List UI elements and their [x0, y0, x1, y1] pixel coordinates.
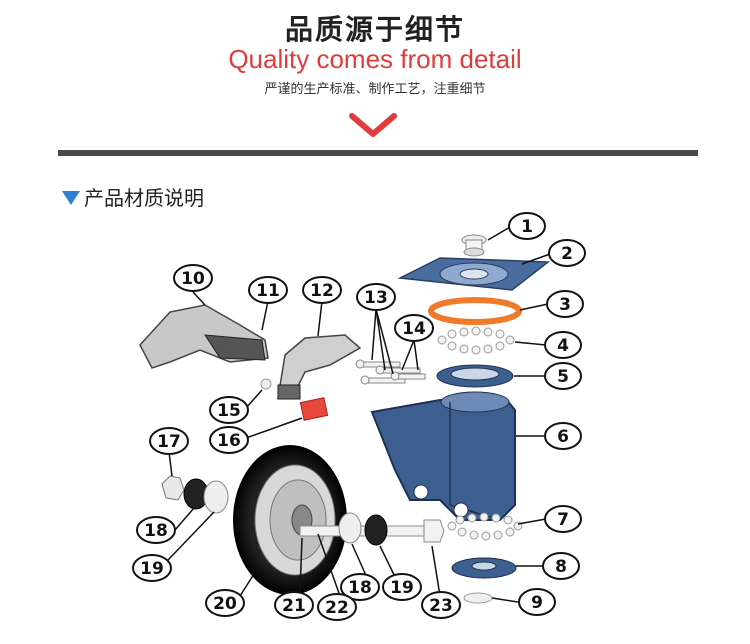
svg-text:5: 5	[557, 367, 569, 387]
svg-text:16: 16	[217, 431, 241, 451]
part-bottom-race	[451, 557, 517, 579]
svg-text:14: 14	[402, 319, 426, 339]
callout-12: 12	[302, 276, 342, 304]
callout-7: 7	[544, 505, 582, 533]
callout-8: 8	[542, 552, 580, 580]
callout-20: 20	[205, 589, 245, 617]
part-fork-housing	[370, 391, 516, 521]
svg-text:18: 18	[348, 578, 372, 598]
callout-5: 5	[544, 362, 582, 390]
part-top-plate	[397, 257, 551, 291]
svg-text:6: 6	[557, 427, 569, 447]
svg-text:7: 7	[557, 510, 569, 530]
part-cap	[461, 234, 487, 257]
svg-text:23: 23	[429, 596, 453, 616]
callout-9: 9	[518, 588, 556, 616]
svg-text:21: 21	[282, 596, 306, 616]
section-title: 产品材质说明	[62, 182, 204, 211]
divider	[58, 150, 698, 156]
leader-lines	[167, 226, 551, 603]
callout-11: 11	[248, 276, 288, 304]
section-title-text: 产品材质说明	[84, 186, 204, 210]
callout-15: 15	[209, 396, 249, 424]
svg-text:19: 19	[390, 578, 414, 598]
callout-6: 6	[544, 422, 582, 450]
svg-text:12: 12	[310, 281, 334, 301]
callout-4: 4	[544, 331, 582, 359]
svg-text:20: 20	[213, 594, 237, 614]
page-subtitle: 严谨的生产标准、制作工艺，注重细节	[264, 82, 486, 97]
callout-22: 22	[317, 593, 357, 621]
callout-1: 1	[508, 212, 546, 240]
part-bearing-right	[338, 512, 362, 544]
part-orange-seal-ring	[428, 297, 522, 325]
svg-text:2: 2	[561, 244, 573, 264]
svg-text:17: 17	[157, 432, 181, 452]
part-ball-bearings-lower	[447, 512, 523, 541]
part-wheel	[233, 445, 347, 595]
part-bolts	[355, 359, 426, 385]
part-raceway	[436, 364, 514, 388]
callout-18-right: 19	[382, 573, 422, 601]
svg-text:15: 15	[217, 401, 241, 421]
part-nut-left	[161, 475, 185, 501]
caster-exploded-diagram: 1 2 3 4 5 6 7 8 9 10 11 12 13 14 15 16 1…	[132, 212, 586, 621]
callout-10: 10	[173, 264, 213, 292]
callout-16: 16	[209, 426, 249, 454]
part-ball-bearings-upper	[437, 326, 515, 355]
svg-text:13: 13	[364, 288, 388, 308]
svg-text:10: 10	[181, 269, 205, 289]
svg-text:19: 19	[140, 559, 164, 579]
part-bearing-left	[203, 480, 229, 514]
callout-19-left: 19	[132, 554, 172, 582]
svg-text:3: 3	[559, 295, 571, 315]
svg-text:22: 22	[325, 598, 349, 618]
svg-text:9: 9	[531, 593, 543, 613]
callout-21: 21	[274, 591, 314, 619]
triangle-icon	[62, 190, 80, 205]
callout-2: 2	[548, 239, 586, 267]
callout-19-right: 18	[340, 573, 380, 601]
page-title-english: Quality comes from detail	[228, 44, 522, 74]
callout-3: 3	[546, 290, 584, 318]
callout-17: 17	[149, 427, 189, 455]
part-brake-lever	[139, 304, 269, 369]
callout-labels: 1 2 3 4 5 6 7 8 9 10 11 12 13 14 15 16 1…	[132, 212, 586, 621]
callout-13: 13	[356, 283, 396, 311]
svg-text:11: 11	[256, 281, 280, 301]
callout-23: 23	[421, 591, 461, 619]
part-brake-pad	[299, 397, 329, 421]
part-washer	[463, 592, 493, 604]
page-title: 品质源于细节	[284, 13, 465, 46]
part-brake-bracket	[277, 334, 362, 400]
callout-14: 14	[394, 314, 434, 342]
svg-text:4: 4	[557, 336, 569, 356]
svg-text:8: 8	[555, 557, 567, 577]
part-bushing-right	[364, 514, 388, 546]
callout-18-left: 18	[136, 516, 176, 544]
svg-text:1: 1	[521, 217, 533, 237]
chevron-down-icon	[349, 113, 397, 137]
part-small-spring	[260, 378, 272, 390]
svg-text:18: 18	[144, 521, 168, 541]
